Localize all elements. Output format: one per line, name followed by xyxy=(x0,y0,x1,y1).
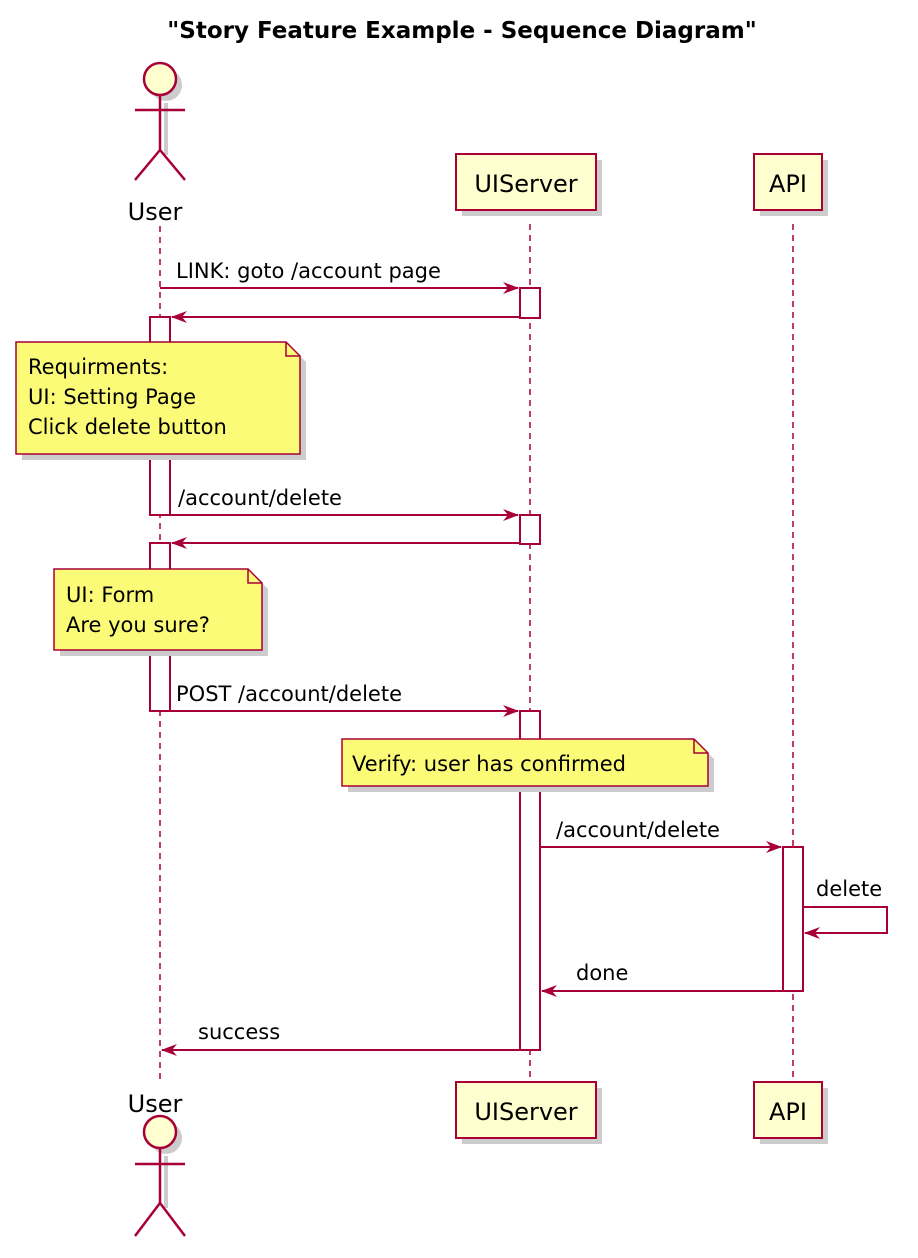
api-participant-top: API xyxy=(753,153,828,216)
message-label-8: done xyxy=(576,961,628,985)
message-label-5: POST /account/delete xyxy=(176,682,402,706)
user-actor-icon-bottom xyxy=(134,1114,186,1237)
api-activation-1 xyxy=(782,846,804,992)
note-verify-line-1: Verify: user has confirmed xyxy=(352,752,626,776)
user-actor-label-top: User xyxy=(128,198,183,226)
uiserver-label-bottom: UIServer xyxy=(474,1098,577,1126)
uiserver-label-top: UIServer xyxy=(474,170,577,198)
note-requirements-line-1: Requirments: xyxy=(28,355,168,379)
note-form-line-1: UI: Form xyxy=(66,583,154,607)
api-participant-bottom: API xyxy=(753,1081,828,1144)
message-label-7: delete xyxy=(816,877,882,901)
user-actor-label-bottom: User xyxy=(128,1090,183,1118)
uiserver-activation-3 xyxy=(519,710,541,1051)
diagram-title: "Story Feature Example - Sequence Diagra… xyxy=(167,18,756,44)
uiserver-activation-1 xyxy=(519,287,541,319)
note-requirements-line-3: Click delete button xyxy=(28,415,227,439)
uiserver-participant-bottom: UIServer xyxy=(455,1081,602,1144)
note-form: UI: Form Are you sure? xyxy=(53,568,268,656)
message-arrow-7 xyxy=(803,906,888,939)
user-actor-icon-top xyxy=(134,61,186,181)
message-label-3: /account/delete xyxy=(178,486,342,510)
note-form-line-2: Are you sure? xyxy=(66,613,210,637)
message-label-9: success xyxy=(198,1020,280,1044)
message-label-1: LINK: goto /account page xyxy=(176,259,441,283)
api-label-top: API xyxy=(769,170,807,198)
note-verify: Verify: user has confirmed xyxy=(341,738,714,792)
note-requirements-line-2: UI: Setting Page xyxy=(28,385,196,409)
note-requirements: Requirments: UI: Setting Page Click dele… xyxy=(15,341,306,460)
message-label-6: /account/delete xyxy=(556,818,720,842)
api-label-bottom: API xyxy=(769,1098,807,1126)
uiserver-participant-top: UIServer xyxy=(455,153,602,216)
uiserver-activation-2 xyxy=(519,514,541,545)
